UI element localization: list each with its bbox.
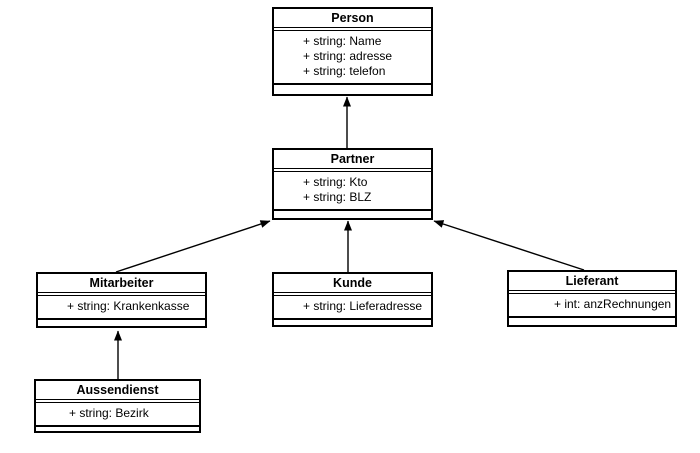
attribute: + string: Krankenkasse [67, 299, 190, 313]
class-box-kunde: Kunde + string: Lieferadresse [272, 272, 433, 327]
attribute: + string: Kto [303, 175, 368, 189]
class-attributes: + string: Lieferadresse [274, 295, 431, 320]
class-attributes: + string: Krankenkasse [38, 295, 205, 320]
class-methods-empty [36, 427, 199, 431]
class-title: Kunde [274, 274, 431, 293]
attribute: + string: telefon [303, 64, 386, 78]
generalization-arrow-lieferant-to-partner [433, 220, 585, 271]
generalization-arrow-mitarbeiter-to-partner [115, 220, 271, 273]
attribute: + string: Bezirk [69, 406, 149, 420]
class-title: Partner [274, 150, 431, 169]
class-attributes: + string: Kto + string: BLZ [274, 171, 431, 211]
attribute: + string: Lieferadresse [303, 299, 423, 313]
class-box-mitarbeiter: Mitarbeiter + string: Krankenkasse [36, 272, 207, 328]
class-methods-empty [274, 85, 431, 94]
class-title: Aussendienst [36, 381, 199, 400]
class-title: Mitarbeiter [38, 274, 205, 293]
class-attributes: + string: Name + string: adresse + strin… [274, 30, 431, 85]
class-box-lieferant: Lieferant + int: anzRechnungen [507, 270, 677, 327]
class-box-aussendienst: Aussendienst + string: Bezirk [34, 379, 201, 433]
class-title: Lieferant [509, 272, 675, 291]
class-methods-empty [509, 318, 675, 325]
attribute: + string: BLZ [303, 190, 372, 204]
class-attributes: + int: anzRechnungen [509, 293, 675, 318]
class-attributes: + string: Bezirk [36, 402, 199, 427]
attribute: + int: anzRechnungen [554, 297, 672, 311]
class-title: Person [274, 9, 431, 28]
class-methods-empty [274, 211, 431, 218]
class-methods-empty [38, 320, 205, 326]
attribute: + string: Name [303, 34, 382, 48]
class-box-person: Person + string: Name + string: adresse … [272, 7, 433, 96]
class-box-partner: Partner + string: Kto + string: BLZ [272, 148, 433, 220]
class-methods-empty [274, 320, 431, 325]
attribute: + string: adresse [303, 49, 393, 63]
